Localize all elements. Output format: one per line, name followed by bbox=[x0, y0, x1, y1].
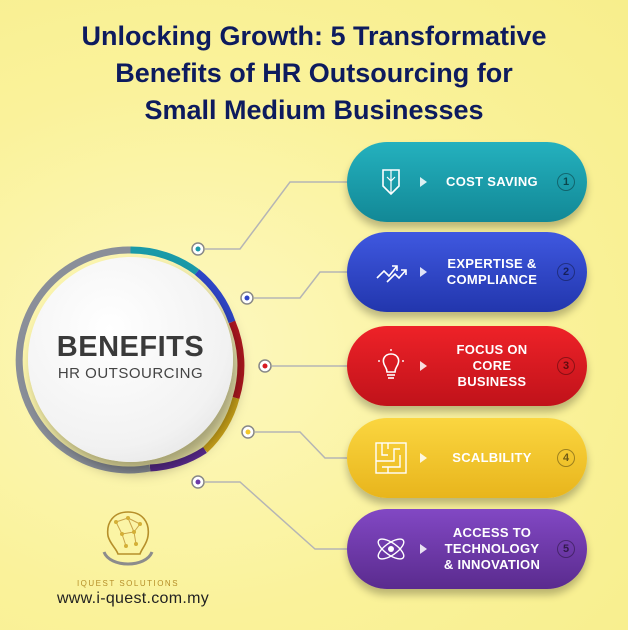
connector-1 bbox=[205, 181, 347, 250]
lightbulb-icon bbox=[378, 349, 404, 379]
arrow-right-icon bbox=[420, 453, 427, 463]
benefit-label: ACCESS TO TECHNOLOGY & INNOVATION bbox=[443, 525, 541, 572]
arrow-right-icon bbox=[420, 177, 427, 187]
benefit-card-cost-saving: COST SAVING 1 bbox=[347, 142, 587, 222]
ring-segment-5 bbox=[149, 447, 207, 472]
title-line-3: Small Medium Businesses bbox=[144, 95, 484, 125]
ring-segment-2 bbox=[194, 269, 236, 324]
connector-2 bbox=[254, 271, 347, 299]
benefit-card-focus-core-business: FOCUS ON CORE BUSINESS 3 bbox=[347, 326, 587, 406]
benefit-label: COST SAVING bbox=[446, 174, 538, 189]
ring-segment-1 bbox=[130, 246, 200, 275]
maze-icon bbox=[375, 442, 407, 474]
hub-title: BENEFITS bbox=[56, 331, 205, 363]
benefit-number: 1 bbox=[557, 173, 575, 191]
connector-4 bbox=[255, 431, 347, 459]
brand-name: IQUEST SOLUTIONS bbox=[76, 579, 180, 588]
title-line-2: Benefits of HR Outsourcing for bbox=[115, 58, 513, 88]
website-link[interactable]: www.i-quest.com.my bbox=[56, 590, 210, 607]
benefit-number: 2 bbox=[557, 263, 575, 281]
benefits-hub: BENEFITS HR OUTSOURCING bbox=[28, 257, 233, 462]
shield-icon bbox=[382, 169, 400, 196]
arrow-right-icon bbox=[420, 361, 427, 371]
arrow-right-icon bbox=[420, 267, 427, 277]
arrow-right-icon bbox=[420, 544, 427, 554]
benefit-card-scalbility: SCALBILITY 4 bbox=[347, 418, 587, 498]
benefit-card-expertise-compliance: EXPERTISE & COMPLIANCE 2 bbox=[347, 232, 587, 312]
growth-arrows-icon bbox=[376, 265, 407, 283]
connector-5 bbox=[205, 481, 347, 550]
iquest-logo bbox=[102, 511, 154, 566]
benefit-label: SCALBILITY bbox=[452, 450, 532, 465]
hub-subtitle: HR OUTSOURCING bbox=[57, 365, 204, 382]
benefit-label: FOCUS ON CORE BUSINESS bbox=[456, 342, 528, 389]
benefit-number: 5 bbox=[557, 540, 575, 558]
atom-icon bbox=[377, 538, 405, 560]
benefit-label: EXPERTISE & COMPLIANCE bbox=[446, 256, 538, 287]
benefit-number: 4 bbox=[557, 449, 575, 467]
benefit-card-technology-innovation: ACCESS TO TECHNOLOGY & INNOVATION 5 bbox=[347, 509, 587, 589]
title-line-1: Unlocking Growth: 5 Transformative bbox=[81, 21, 547, 51]
page-title: Unlocking Growth: 5 Transformative Benef… bbox=[0, 18, 628, 129]
ring-segment-grey bbox=[15, 246, 151, 474]
ring-segment-3 bbox=[228, 320, 245, 400]
ring-segment-4 bbox=[202, 397, 240, 453]
benefit-number: 3 bbox=[557, 357, 575, 375]
